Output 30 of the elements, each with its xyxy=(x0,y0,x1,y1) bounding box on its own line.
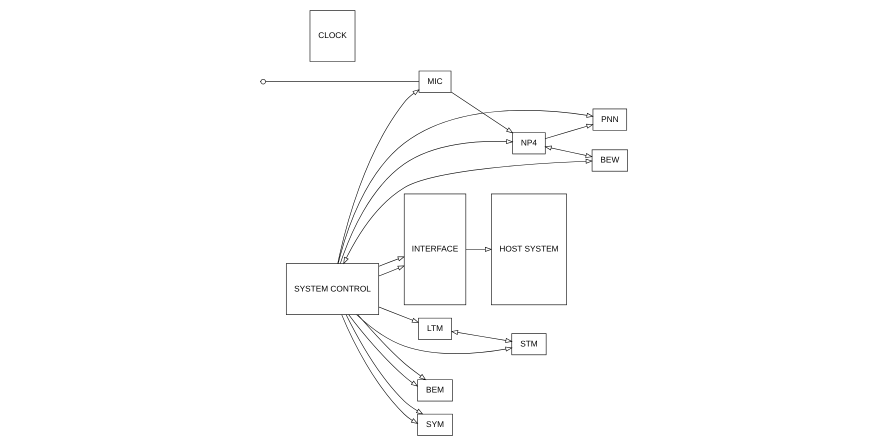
arrow xyxy=(378,306,419,323)
arrow xyxy=(544,124,594,139)
arrow xyxy=(345,314,423,414)
node-box: BEW xyxy=(591,150,628,172)
arrow xyxy=(340,139,513,264)
arrow xyxy=(337,110,594,264)
arrow xyxy=(356,314,512,354)
node-box: LTM xyxy=(418,318,452,340)
arrow xyxy=(356,314,426,380)
node-box: CLOCK xyxy=(309,10,355,62)
arrow xyxy=(465,246,492,252)
node-box: INTERFACE xyxy=(403,194,466,306)
node-box: BEM xyxy=(416,379,452,402)
arrow xyxy=(544,146,592,158)
node-box: PNN xyxy=(592,108,627,131)
arrow xyxy=(378,256,404,267)
arrow xyxy=(340,314,418,424)
node-box: MIC xyxy=(418,70,451,93)
arrow xyxy=(348,314,418,387)
node-box: SYSTEM CONTROL xyxy=(285,263,379,315)
arrow xyxy=(450,92,513,134)
node-box: STM xyxy=(510,333,546,356)
connector xyxy=(264,81,419,82)
arrow xyxy=(378,265,404,276)
arrow xyxy=(450,330,512,343)
node-box: HOST SYSTEM xyxy=(490,194,566,306)
arrow xyxy=(336,89,420,264)
node-box: SYM xyxy=(416,414,452,436)
node-box: NP4 xyxy=(512,132,546,154)
arrow xyxy=(342,158,592,264)
